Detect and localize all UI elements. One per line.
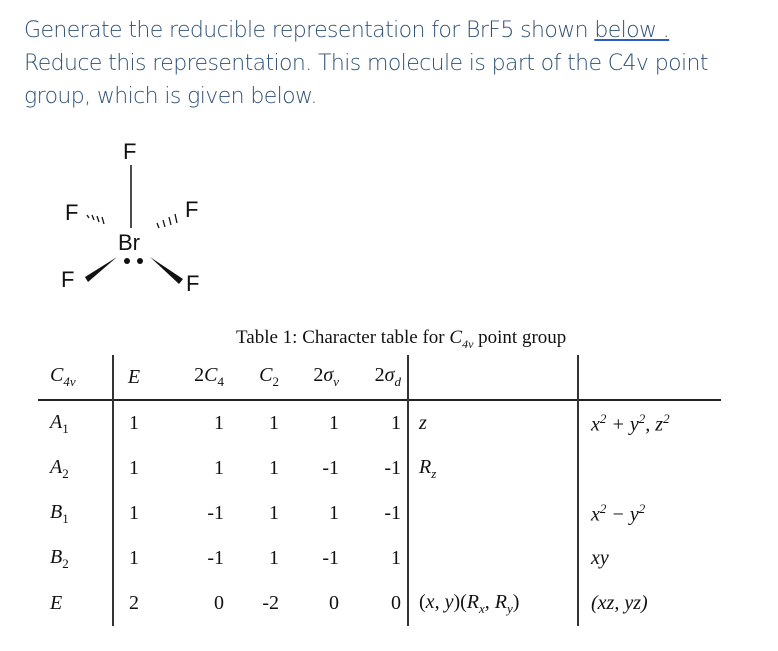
linear-a2: Rz [408, 446, 579, 491]
lone-pair-dot [137, 258, 143, 264]
table-cell: 1 [269, 457, 279, 479]
question-line-3: group, which is given below. [24, 84, 317, 109]
table-cell: -1 [339, 491, 409, 536]
atom-f-lower-left: F [61, 267, 74, 292]
wedge-bond-right [150, 257, 183, 284]
table-row-b2: B2 1 -1 1 -1 1 xy [38, 536, 721, 581]
table-cell: 1 [269, 502, 279, 524]
table-row-b1: B1 1 -1 1 1 -1 x2 − y2 [38, 491, 721, 536]
table-cell: 1 [214, 412, 224, 434]
op-2sigma-d: 2σd [339, 355, 409, 400]
table-cell: -1 [322, 547, 339, 569]
table-cell: -1 [339, 446, 409, 491]
linear-header [408, 355, 579, 400]
table-row-a1: A1 1 1 1 1 1 z x2 + y2, z2 [38, 400, 721, 446]
table-cell: E [38, 581, 114, 626]
table-cell: z [408, 400, 579, 446]
question-line-2: Reduce this representation. This molecul… [24, 51, 708, 76]
op-c2: C2 [259, 364, 279, 389]
brf5-structure-diagram: F F F Br F F [55, 135, 225, 296]
hashed-bond-right [156, 213, 178, 229]
atom-f-upper-left: F [65, 200, 78, 225]
table-cell: 2 [129, 592, 139, 614]
table-caption: Table 1: Character table for C4v point g… [236, 327, 567, 351]
table-cell: 1 [339, 536, 409, 581]
table-cell: 1 [129, 412, 139, 434]
table-cell: -1 [322, 457, 339, 479]
atom-br: Br [118, 230, 140, 255]
lone-pair-dot [124, 258, 130, 264]
table-cell: B2 [38, 536, 114, 581]
hashed-bond-left [86, 214, 105, 225]
table-cell: A2 [38, 446, 114, 491]
table-cell: -2 [262, 592, 279, 614]
table-cell: 0 [339, 581, 409, 626]
table-cell [408, 491, 579, 536]
table-cell: 1 [269, 547, 279, 569]
linear-e: (x, y)(Rx, Ry) [408, 581, 579, 626]
table-cell: 1 [339, 400, 409, 446]
table-cell: A1 [38, 400, 114, 446]
table-header-row: C4v E 2C4 C2 2σv 2σd [38, 355, 721, 400]
table-cell [578, 446, 721, 491]
table-cell: 1 [329, 502, 339, 524]
op-2sigma-v: 2σv [313, 364, 339, 389]
below-link[interactable]: below . [594, 18, 670, 43]
table-cell: 1 [129, 547, 139, 569]
table-cell: xy [591, 547, 609, 569]
table-cell: 1 [129, 502, 139, 524]
quadratic-a1: x2 + y2, z2 [591, 410, 670, 436]
table-cell: -1 [207, 502, 224, 524]
table-cell: 0 [329, 592, 339, 614]
table-cell [408, 536, 579, 581]
group-label: C4v [38, 355, 114, 400]
table-cell: B1 [38, 491, 114, 536]
atom-f-top: F [123, 139, 136, 164]
atom-f-lower-right: F [186, 271, 199, 295]
op-2c4: 2C4 [194, 364, 224, 389]
table-row-a2: A2 1 1 1 -1 -1 Rz [38, 446, 721, 491]
table-cell: 1 [129, 457, 139, 479]
quadratic-header [578, 355, 721, 400]
question-line-1: Generate the reducible representation fo… [24, 18, 595, 43]
table-cell: 0 [214, 592, 224, 614]
table-cell: 1 [269, 412, 279, 434]
question-text: Generate the reducible representation fo… [24, 14, 754, 113]
op-e: E [127, 365, 141, 388]
character-table: C4v E 2C4 C2 2σv 2σd A1 1 1 1 1 1 z x2 +… [38, 355, 721, 626]
wedge-bond-left [85, 257, 117, 282]
table-row-e: E 2 0 -2 0 0 (x, y)(Rx, Ry) (xz, yz) [38, 581, 721, 626]
table-cell: (xz, yz) [591, 592, 648, 614]
quadratic-b1: x2 − y2 [591, 500, 646, 526]
atom-f-upper-right: F [185, 197, 198, 222]
table-cell: 1 [214, 457, 224, 479]
table-cell: -1 [207, 547, 224, 569]
table-cell: 1 [329, 412, 339, 434]
